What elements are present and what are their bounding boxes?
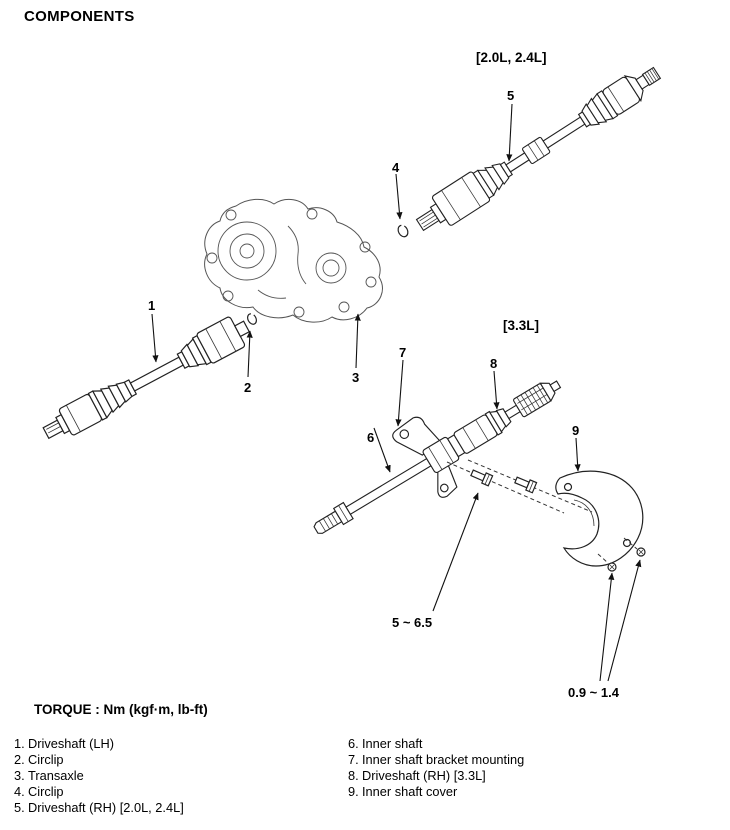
- legend-item: 1.Driveshaft (LH): [14, 736, 184, 752]
- legend-item: 2.Circlip: [14, 752, 184, 768]
- engine-label-20-24: [2.0L, 2.4L]: [476, 50, 547, 65]
- legend-right-column: 6.Inner shaft 7.Inner shaft bracket moun…: [348, 736, 524, 800]
- torque-value-bolts: 5 ~ 6.5: [392, 615, 433, 630]
- legend-item: 5.Driveshaft (RH) [2.0L, 2.4L]: [14, 800, 184, 816]
- legend-item-number: 8.: [348, 768, 359, 783]
- legend-item-number: 5.: [14, 800, 25, 815]
- legend-left-column: 1.Driveshaft (LH) 2.Circlip 3.Transaxle …: [14, 736, 184, 816]
- leader-7: [395, 359, 404, 427]
- legend-item-number: 2.: [14, 752, 25, 767]
- torque-arrow-screw-2: [599, 572, 615, 682]
- legend-item-label: Inner shaft: [362, 736, 423, 751]
- bracket-bolt-1: [470, 469, 494, 487]
- leader-5: [506, 103, 513, 162]
- torque-arrow-screw-1: [607, 559, 642, 682]
- leader-8: [493, 370, 500, 410]
- driveshaft-rh-illustration: [415, 66, 662, 232]
- callout-8: 8: [490, 356, 498, 371]
- leader-9: [574, 437, 581, 472]
- leader-2: [246, 330, 253, 378]
- engine-label-33: [3.3L]: [503, 318, 540, 333]
- bolt-leader-line: [467, 459, 593, 513]
- callout-6: 6: [367, 430, 375, 445]
- inner-shaft-cover-illustration: [555, 470, 644, 567]
- legend-item-label: Transaxle: [28, 768, 84, 783]
- leader-1: [151, 313, 159, 363]
- legend-item: 8.Driveshaft (RH) [3.3L]: [348, 768, 524, 784]
- legend-item: 9.Inner shaft cover: [348, 784, 524, 800]
- legend-item-number: 9.: [348, 784, 359, 799]
- leader-4: [395, 173, 403, 220]
- callout-4: 4: [392, 160, 400, 175]
- callout-9: 9: [572, 423, 580, 438]
- bolt-leader-line: [446, 461, 565, 514]
- legend-item-number: 3.: [14, 768, 25, 783]
- screw-leader-line: [623, 537, 638, 550]
- legend-item-label: Driveshaft (RH) [3.3L]: [362, 768, 486, 783]
- legend-item-label: Driveshaft (RH) [2.0L, 2.4L]: [28, 800, 184, 815]
- leader-3: [354, 313, 361, 369]
- leader-6: [373, 427, 391, 473]
- callout-3: 3: [352, 370, 360, 385]
- legend-item-label: Inner shaft cover: [362, 784, 458, 799]
- legend-item-number: 7.: [348, 752, 359, 767]
- torque-value-screws: 0.9 ~ 1.4: [568, 685, 619, 700]
- circlip-4-illustration: [397, 224, 409, 238]
- legend-item-number: 4.: [14, 784, 25, 799]
- screw-leader-line: [597, 553, 609, 564]
- cover-screw-1: [636, 547, 646, 557]
- callout-5: 5: [507, 88, 515, 103]
- callout-7: 7: [399, 345, 407, 360]
- callout-2: 2: [244, 380, 252, 395]
- bracket-bolt-2: [514, 476, 538, 494]
- legend-item-number: 6.: [348, 736, 359, 751]
- legend-item-label: Circlip: [28, 784, 64, 799]
- torque-note: TORQUE : Nm (kgf·m, lb-ft): [34, 702, 208, 717]
- legend-item: 4.Circlip: [14, 784, 184, 800]
- torque-arrow-bolts: [432, 492, 479, 612]
- circlip-2-illustration: [247, 313, 257, 325]
- callout-1: 1: [148, 298, 156, 313]
- legend-item-label: Circlip: [28, 752, 64, 767]
- transaxle-illustration: [204, 198, 383, 323]
- legend-item: 7.Inner shaft bracket mounting: [348, 752, 524, 768]
- driveshaft-lh-illustration: [42, 316, 251, 440]
- legend-item: 6.Inner shaft: [348, 736, 524, 752]
- legend-item-label: Inner shaft bracket mounting: [362, 752, 525, 767]
- legend-item: 3.Transaxle: [14, 768, 184, 784]
- legend-item-number: 1.: [14, 736, 25, 751]
- page-title: COMPONENTS: [24, 8, 135, 25]
- legend-item-label: Driveshaft (LH): [28, 736, 115, 751]
- inner-shaft-assembly-illustration: [313, 380, 562, 534]
- cover-screw-2: [607, 562, 617, 572]
